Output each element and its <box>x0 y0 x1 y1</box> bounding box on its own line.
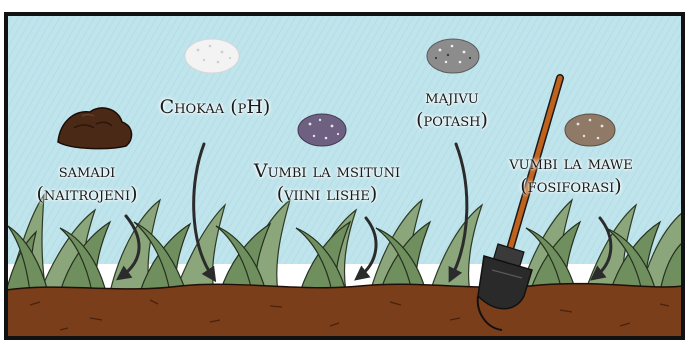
label-samadi-name: samadi <box>18 160 156 183</box>
label-vumbi-msituni-nutrient: (viini lishe) <box>236 183 418 206</box>
label-vumbi-mawe: vumbi la mawe (fosiforasi) <box>480 152 662 198</box>
label-vumbi-msituni: Vumbi la msituni (viini lishe) <box>236 160 418 206</box>
lime-powder-icon <box>185 39 239 73</box>
rock-dust-icon <box>565 114 615 146</box>
label-majivu-name: majivu <box>400 86 504 109</box>
label-chokaa: Chokaa (pH) <box>148 96 282 119</box>
ash-pile-icon <box>427 39 479 73</box>
label-samadi: samadi (naitrojeni) <box>18 160 156 206</box>
label-majivu-nutrient: (potash) <box>400 109 504 132</box>
label-vumbi-mawe-nutrient: (fosiforasi) <box>480 175 662 198</box>
label-vumbi-mawe-name: vumbi la mawe <box>480 152 662 175</box>
label-chokaa-name: Chokaa (pH) <box>148 96 282 119</box>
soil-ground <box>6 284 683 338</box>
label-vumbi-msituni-name: Vumbi la msituni <box>236 160 418 183</box>
forest-dust-icon <box>298 114 346 146</box>
label-samadi-nutrient: (naitrojeni) <box>18 183 156 206</box>
label-majivu: majivu (potash) <box>400 86 504 132</box>
